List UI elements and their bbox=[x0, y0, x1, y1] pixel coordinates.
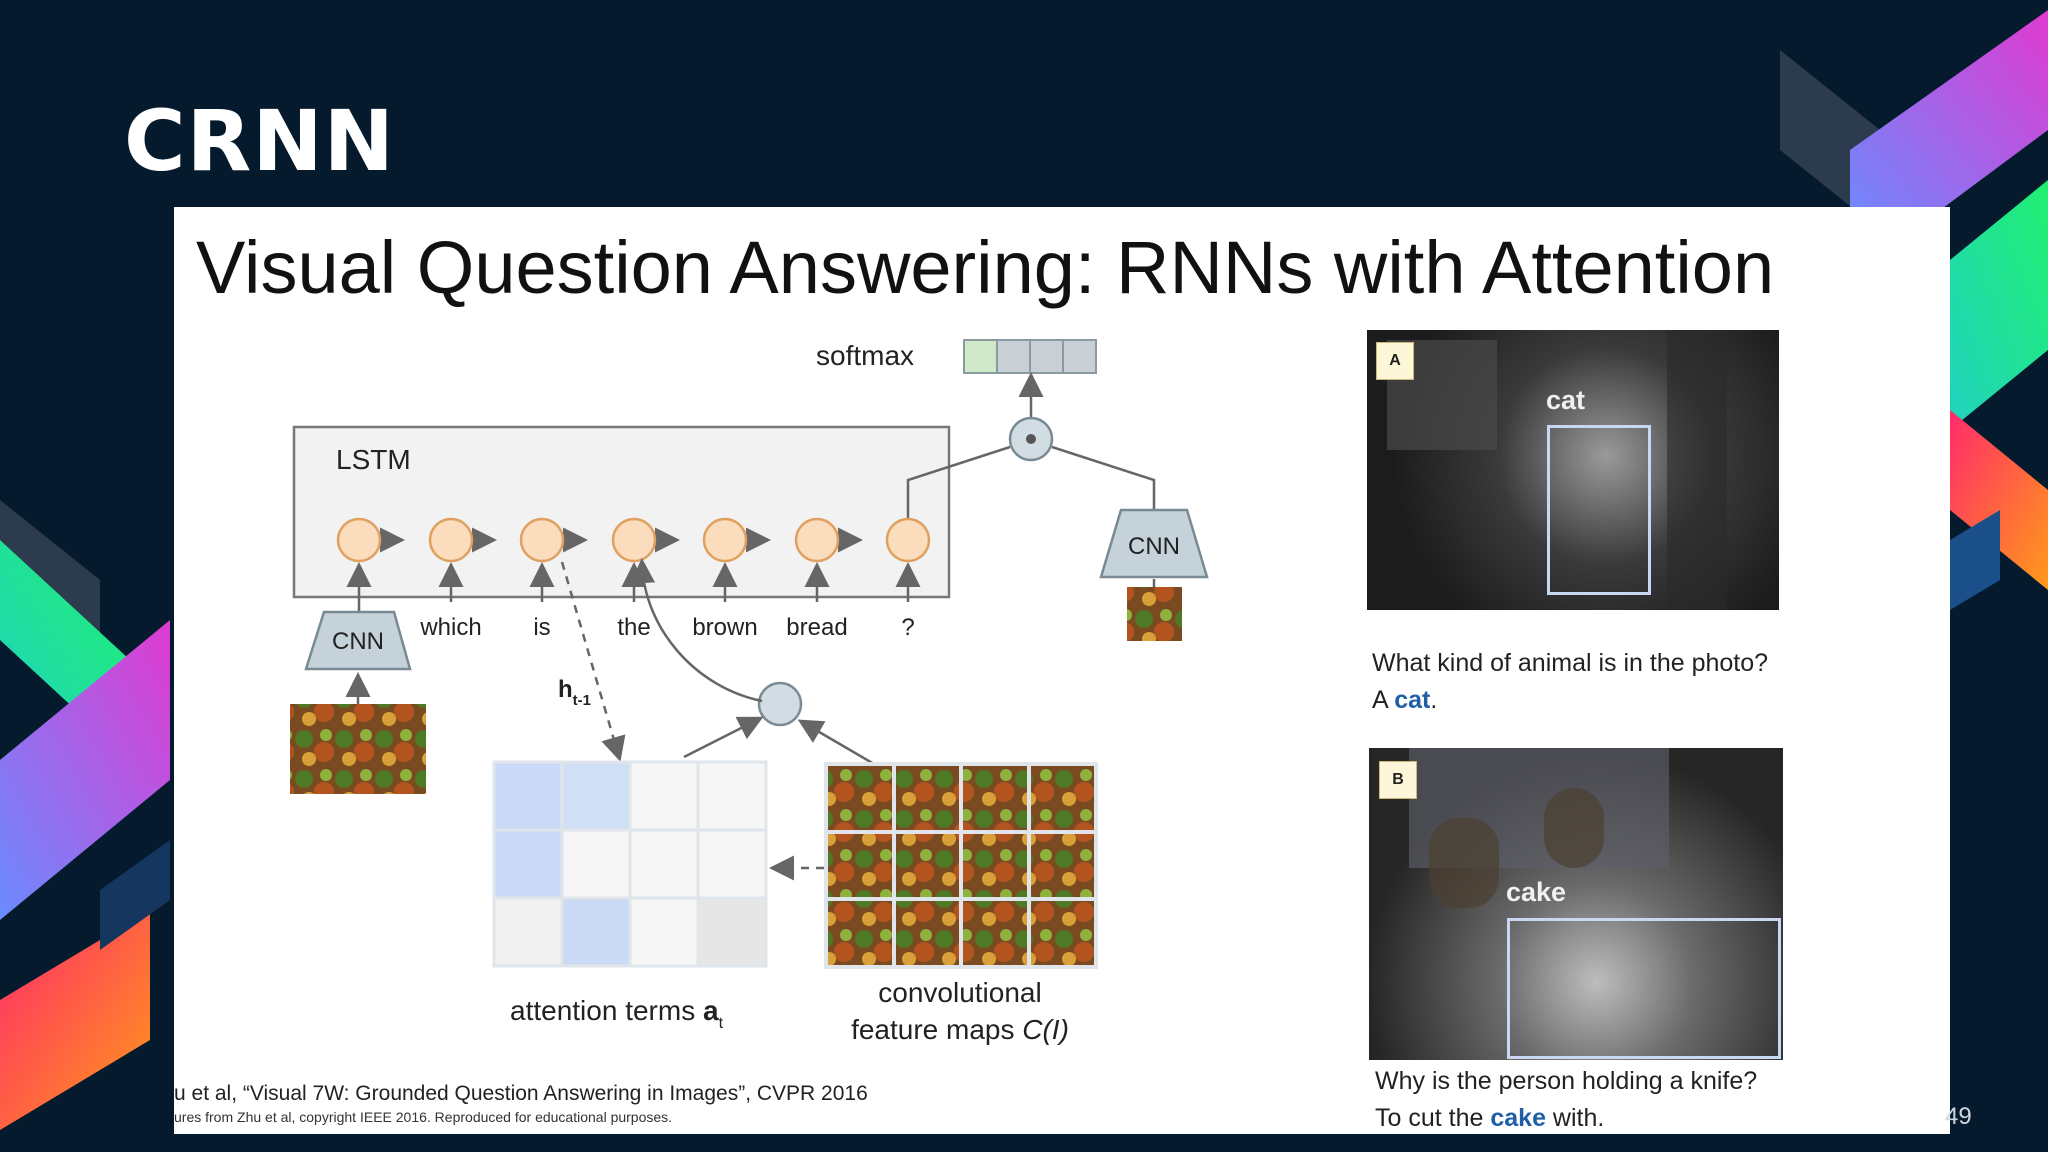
word-token: is bbox=[533, 614, 550, 641]
cnn-block-right bbox=[1099, 508, 1209, 579]
example-a-tag: A bbox=[1376, 342, 1414, 380]
figure-panel: Visual Question Answering: RNNs with Att… bbox=[174, 207, 1950, 1134]
hidden-state-label: ht-1 bbox=[558, 676, 591, 709]
cnn-label-right: CNN bbox=[1128, 533, 1180, 560]
lstm-cell bbox=[519, 517, 565, 563]
lstm-cell bbox=[885, 517, 931, 563]
input-image-right bbox=[1127, 587, 1182, 641]
example-b-object-label: cake bbox=[1506, 877, 1567, 907]
cnn-block-left bbox=[304, 610, 412, 671]
example-b-image bbox=[1369, 748, 1783, 1060]
word-token: which bbox=[419, 614, 481, 641]
example-a-question: What kind of animal is in the photo? bbox=[1372, 649, 1769, 677]
example-a-object-label: cat bbox=[1546, 385, 1586, 415]
page-number: 49 bbox=[1945, 1103, 1972, 1130]
lstm-cell bbox=[336, 517, 382, 563]
figure-title: Visual Question Answering: RNNs with Att… bbox=[196, 226, 1775, 309]
vqa-attention-diagram: softmax LSTM bbox=[290, 339, 1209, 1045]
softmax-vector bbox=[963, 339, 1097, 374]
example-b-bounding-box bbox=[1507, 918, 1781, 1059]
word-token: ? bbox=[901, 614, 914, 641]
cnn-label-left: CNN bbox=[332, 628, 384, 655]
example-b-question: Why is the person holding a knife? bbox=[1375, 1067, 1758, 1095]
lstm-label: LSTM bbox=[336, 444, 411, 475]
lstm-cell bbox=[794, 517, 840, 563]
softmax-label: softmax bbox=[816, 340, 914, 371]
example-b-tag: B bbox=[1379, 761, 1417, 799]
lstm-cell bbox=[611, 517, 657, 563]
lstm-cell bbox=[428, 517, 474, 563]
example-a-bounding-box bbox=[1547, 425, 1651, 595]
word-token: the bbox=[617, 614, 650, 641]
attention-node bbox=[757, 681, 803, 727]
word-token: bread bbox=[786, 614, 847, 641]
citation-line2: ures from Zhu et al, copyright IEEE 2016… bbox=[174, 1109, 673, 1125]
input-image-left bbox=[290, 704, 426, 794]
attention-terms-label: attention terms at bbox=[510, 995, 724, 1032]
example-a-answer: A cat. bbox=[1372, 686, 1438, 714]
word-token: brown bbox=[692, 614, 757, 641]
citation-line1: u et al, “Visual 7W: Grounded Question A… bbox=[174, 1082, 868, 1105]
attention-grid bbox=[492, 760, 768, 968]
feature-maps-label-line2: feature maps C(I) bbox=[851, 1014, 1069, 1045]
lstm-cells bbox=[336, 517, 931, 563]
feature-maps-label-line1: convolutional bbox=[878, 977, 1041, 1008]
example-b-answer: To cut the cake with. bbox=[1375, 1104, 1605, 1132]
feature-maps-image bbox=[824, 762, 1098, 969]
slide-title: CRNN bbox=[124, 92, 395, 190]
example-a-image bbox=[1367, 330, 1779, 610]
lstm-cell bbox=[702, 517, 748, 563]
